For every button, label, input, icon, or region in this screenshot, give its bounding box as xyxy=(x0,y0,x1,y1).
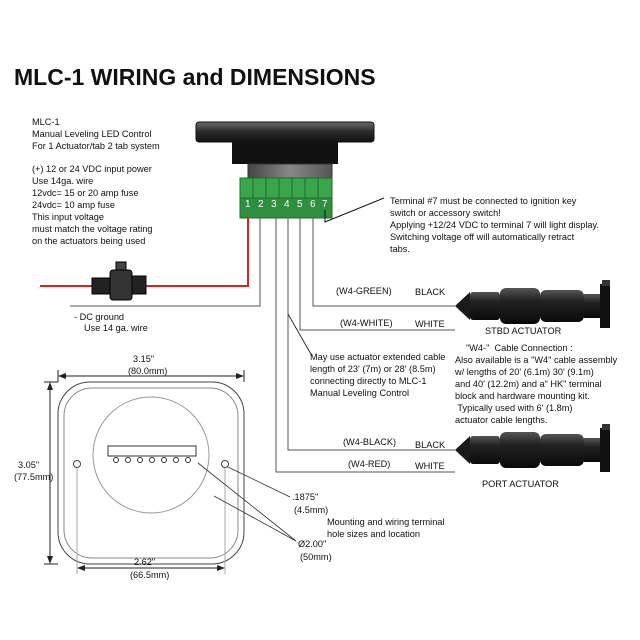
page-title: MLC-1 WIRING and DIMENSIONS xyxy=(14,64,376,90)
ignition-leader-line xyxy=(324,197,385,223)
w4-note-1: "W4-" Cable Connection : xyxy=(466,343,573,353)
w4-note-2: Also available is a "W4" cable assembly xyxy=(455,355,618,365)
ground-wire xyxy=(70,218,261,307)
terminal-number-1: 1 xyxy=(245,199,251,210)
hole-diameter-inches-label: .1875" xyxy=(292,492,319,502)
mounting-hole-right xyxy=(221,460,229,468)
width-inches-label: 3.15" xyxy=(133,354,155,364)
w4-note-6: Typically used with 6' (1.8m) xyxy=(455,403,573,413)
fuse-12v-note: 12vdc= 15 or 20 amp fuse xyxy=(32,188,139,198)
hole-diameter-mm-label: (4.5mm) xyxy=(294,505,329,515)
terminal-number-4: 4 xyxy=(284,199,290,210)
wire-code-green: (W4-GREEN) xyxy=(336,286,392,296)
w4-note-7: actuator cable lengths. xyxy=(455,415,548,425)
port-actuator-icon xyxy=(455,424,610,472)
device-model: MLC-1 xyxy=(32,117,60,127)
cable-note-1: May use actuator extended cable xyxy=(310,352,446,362)
actuator-wires xyxy=(275,218,455,473)
cable-note-3: connecting directly to MLC-1 xyxy=(310,376,427,386)
cable-note-2: length of 23' (7m) or 28' (8.5m) xyxy=(310,364,436,374)
voltage-note-3: on the actuators being used xyxy=(32,236,146,246)
panel-outline xyxy=(57,381,245,565)
terminal-number-6: 6 xyxy=(310,199,316,210)
terminal-number-2: 2 xyxy=(258,199,264,210)
voltage-note-2: must match the voltage rating xyxy=(32,224,153,234)
height-inches-label: 3.05" xyxy=(18,460,40,470)
wire-color-red: WHITE xyxy=(415,461,445,471)
wire-color-white: WHITE xyxy=(415,319,445,329)
terminal-number-3: 3 xyxy=(271,199,277,210)
ignition-note-3: Applying +12/24 VDC to terminal 7 will l… xyxy=(390,220,599,230)
hole-leaders xyxy=(197,462,297,542)
w4-note-4: and 40' (12.2m) and a" HK" terminal xyxy=(455,379,602,389)
mounting-hole-left xyxy=(73,460,81,468)
ignition-note-1: Terminal #7 must be connected to ignitio… xyxy=(390,196,577,206)
terminal-number-5: 5 xyxy=(297,199,303,210)
terminal-strip xyxy=(107,445,197,463)
wire-color-black: BLACK xyxy=(415,440,446,450)
cutout-diameter-mm-label: (50mm) xyxy=(300,552,332,562)
device-description: Manual Leveling LED Control xyxy=(32,129,152,139)
hole-spacing-inches-label: 2.62" xyxy=(134,557,156,567)
stbd-actuator-label: STBD ACTUATOR xyxy=(485,326,562,336)
wire-code-black: (W4-BLACK) xyxy=(343,437,397,447)
terminal-number-7: 7 xyxy=(322,199,328,210)
control-panel-back xyxy=(232,142,338,164)
wire-code-white: (W4-WHITE) xyxy=(340,318,393,328)
w4-note-3: w/ lengths of 20' (6.1m) 30' (9.1m) xyxy=(455,367,594,377)
ignition-note-4: Switching voltage off will automatically… xyxy=(390,232,575,242)
wire-gauge-note: Use 14ga. wire xyxy=(32,176,94,186)
stbd-actuator-icon xyxy=(455,280,610,328)
mounting-note-2: hole sizes and location xyxy=(327,529,420,539)
ground-note-2: Use 14 ga. wire xyxy=(84,323,148,333)
cutout-diameter-inches-label: Ø2.00" xyxy=(298,539,327,549)
wire-code-red: (W4-RED) xyxy=(348,459,391,469)
fuse-24v-note: 24vdc= 10 amp fuse xyxy=(32,200,115,210)
control-bezel xyxy=(195,121,375,143)
input-power-note: (+) 12 or 24 VDC input power xyxy=(32,164,152,174)
ignition-note-2: switch or accessory switch! xyxy=(390,208,501,218)
ground-note-1: - DC ground xyxy=(74,312,125,322)
ignition-note-5: tabs. xyxy=(390,244,410,254)
cutout-circle xyxy=(92,396,210,514)
w4-note-5: block and hardware mounting kit. xyxy=(455,391,590,401)
mounting-note-1: Mounting and wiring terminal xyxy=(327,517,445,527)
cable-note-leader xyxy=(287,313,313,357)
height-mm-label: (77.5mm) xyxy=(14,472,54,482)
panel-inner-outline xyxy=(63,387,239,559)
terminal-block xyxy=(239,177,333,219)
fuse-holder-icon xyxy=(91,261,147,301)
hole-spacing-mm-label: (66.5mm) xyxy=(130,570,170,580)
cable-note-4: Manual Leveling Control xyxy=(310,388,410,398)
front-dimension-view xyxy=(44,370,245,574)
width-mm-label: (80.0mm) xyxy=(128,366,168,376)
device-system: For 1 Actuator/tab 2 tab system xyxy=(32,141,160,151)
voltage-note-1: This input voltage xyxy=(32,212,105,222)
port-actuator-label: PORT ACTUATOR xyxy=(482,479,559,489)
wire-color-green: BLACK xyxy=(415,287,446,297)
control-unit-side-view xyxy=(195,121,375,219)
